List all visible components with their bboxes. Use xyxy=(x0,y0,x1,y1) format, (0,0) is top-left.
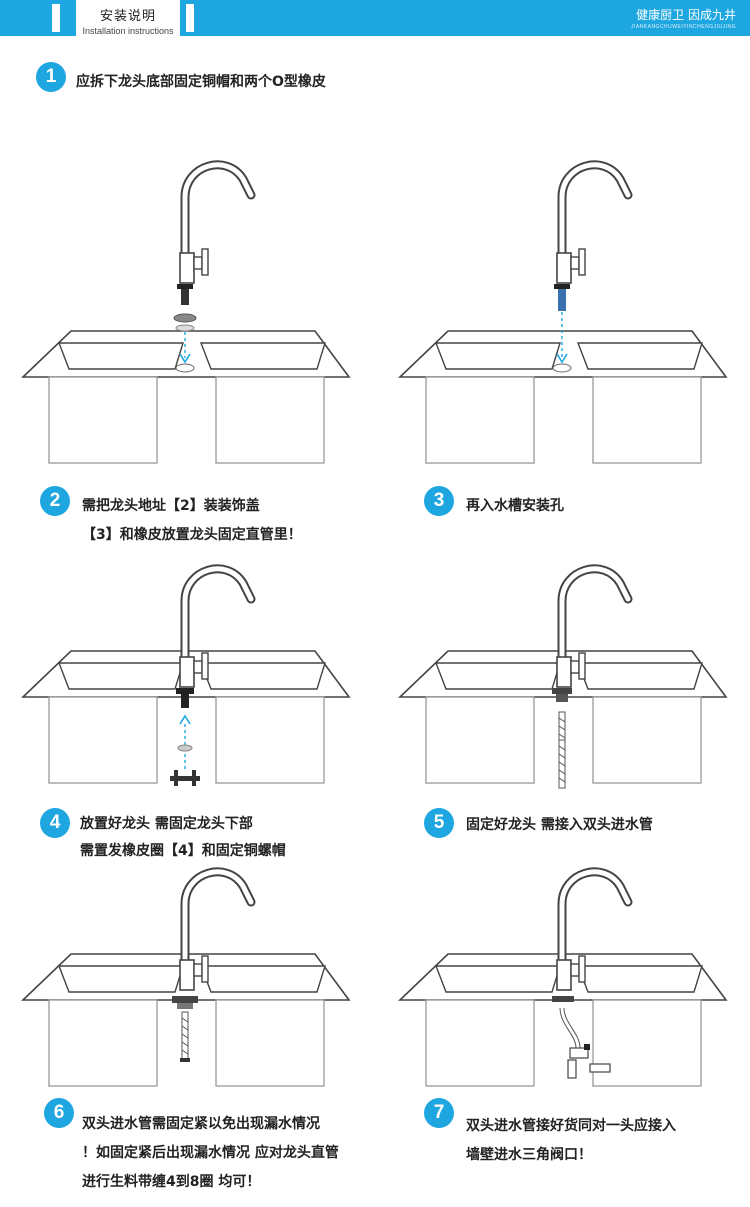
step-6-illustration xyxy=(22,872,350,1087)
step-4-text-line1: 放置好龙头 需固定龙头下部 xyxy=(80,816,253,832)
step-4-illustration xyxy=(22,569,350,786)
step-1-text: 应拆下龙头底部固定铜帽和两个O型橡皮 xyxy=(76,74,326,90)
brand-slogan: 健康厨卫 因成九井 xyxy=(636,8,736,22)
step-2-text-line1: 需把龙头地址【2】装装饰盖 xyxy=(82,498,260,514)
step-3-number: 3 xyxy=(424,486,454,516)
step-6-text-line3: 进行生料带缠4到8圈 均可！ xyxy=(82,1174,261,1190)
step-6-text-line2: ！如固定紧后出现漏水情况 应对龙头直管 xyxy=(82,1145,339,1161)
step-7-number: 7 xyxy=(424,1098,454,1128)
step-3-text: 再入水槽安装孔 xyxy=(466,498,564,514)
header-left-bar xyxy=(52,4,60,32)
step-2-number: 2 xyxy=(40,486,70,516)
header-right-bar xyxy=(186,4,194,32)
step-1-number: 1 xyxy=(36,62,66,92)
step-5-illustration xyxy=(399,569,727,789)
step-2-text-line2: 【3】和橡皮放置龙头固定直管里！ xyxy=(82,527,302,543)
header-title-cn: 安装说明 xyxy=(99,9,156,24)
step-5-number: 5 xyxy=(424,808,454,838)
step-2-illustration xyxy=(399,165,727,464)
brand-logo: 健康厨卫 因成九井 JIANKANGCHUWEIYINCHENGJIUJING xyxy=(631,6,736,30)
header-title-en: Installation instructions xyxy=(82,26,174,36)
step-7-text-line2: 墙壁进水三角阀口！ xyxy=(466,1147,592,1163)
brand-slogan-en: JIANKANGCHUWEIYINCHENGJIUJING xyxy=(630,24,736,30)
step-7-text-line1: 双头进水管接好货同对一头应接入 xyxy=(466,1118,676,1134)
step-7-illustration xyxy=(399,872,727,1087)
step-4-text-line2: 需置发橡皮圈【4】和固定铜螺帽 xyxy=(80,843,286,859)
step-1-illustration xyxy=(22,165,350,464)
step-6-text-line1: 双头进水管需固定紧以免出现漏水情况 xyxy=(82,1116,320,1132)
header-bar: 安装说明 Installation instructions 健康厨卫 因成九井… xyxy=(0,0,750,36)
step-6-number: 6 xyxy=(44,1098,74,1128)
header-title-box: 安装说明 Installation instructions xyxy=(76,0,180,36)
step-5-text: 固定好龙头 需接入双头进水管 xyxy=(466,817,653,833)
step-4-number: 4 xyxy=(40,808,70,838)
